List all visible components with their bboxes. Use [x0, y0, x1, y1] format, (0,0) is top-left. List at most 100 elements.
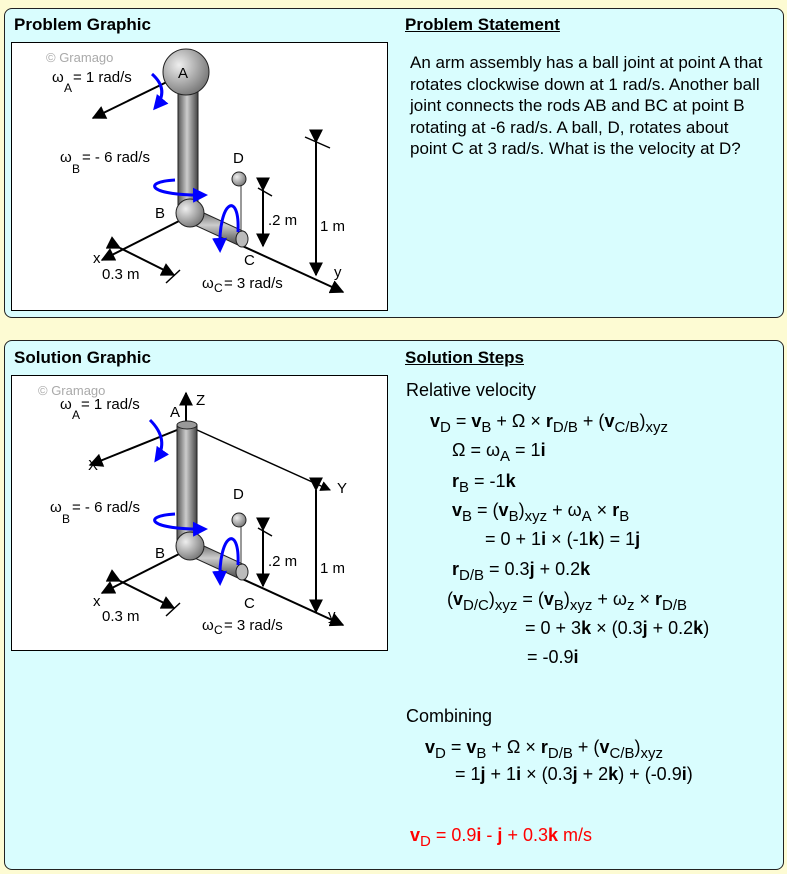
dim-03: [105, 569, 176, 609]
dim-1-label: 1 m: [320, 218, 345, 235]
equation-term: D: [420, 833, 431, 850]
final-answer: vD = 0.9i - j + 0.3k m/s: [410, 825, 592, 849]
omega-a-arrow: [148, 418, 170, 463]
end-a: [176, 420, 198, 430]
equation-term: ×: [591, 500, 613, 520]
equation-term: C/B: [614, 419, 640, 436]
equation-term: i: [540, 440, 546, 460]
end-c: [235, 230, 249, 248]
label-b: B: [155, 205, 165, 222]
equation-term: = 0 + 1: [485, 529, 542, 549]
equation-term: k: [505, 471, 516, 491]
problem-diagram: © Gramago ω A = 1 rad/s A ω B = - 6 rad/…: [46, 48, 345, 295]
equation-term: + 2: [577, 764, 609, 784]
equation-term: v: [599, 737, 610, 757]
equation-term: B: [476, 745, 487, 762]
equation-term: v: [410, 825, 421, 845]
equation-term: r: [545, 411, 553, 431]
equation-term: + 0.2: [647, 618, 694, 638]
equation-term: r: [655, 589, 663, 609]
dim-03-label: 0.3 m: [102, 608, 140, 625]
equation-line: vB = (vB)xyz + ωA × rB: [452, 500, 629, 524]
equation-term: i: [681, 764, 687, 784]
label-a: A: [178, 65, 188, 82]
equation-term: v: [543, 589, 554, 609]
omega-c-sub: C: [214, 281, 223, 295]
equation-term: r: [452, 559, 460, 579]
ball-joint-b: [175, 198, 205, 228]
y-axis-upper: [185, 424, 331, 491]
equation-term: -: [481, 825, 498, 845]
equation-term: v: [430, 411, 441, 431]
equation-line: (vD/C)xyz = (vB)xyz + ωz × rD/B: [447, 589, 687, 613]
omega-b-sub: B: [72, 162, 80, 176]
equation-term: Ω = ω: [452, 440, 501, 460]
equation-term: k: [588, 529, 599, 549]
equation-term: + Ω ×: [491, 411, 546, 431]
label-b: B: [155, 545, 165, 562]
problem-statement-text: An arm assembly has a ball joint at poin…: [410, 53, 763, 158]
equation-line: Ω = ωA = 1i: [452, 440, 546, 464]
label-x-upper: X: [88, 457, 98, 474]
equation-term: + 1: [485, 764, 517, 784]
dim-03: [105, 236, 176, 276]
equation-term: ): [703, 618, 710, 638]
dim-tick: [304, 136, 331, 149]
equation-term: = 1: [455, 764, 481, 784]
label-z: Z: [196, 392, 205, 409]
equation-term: i: [516, 764, 522, 784]
omega-symbol: ω: [202, 275, 214, 292]
solution-graphic-title: Solution Graphic: [14, 348, 151, 367]
x-axis-upper: [88, 427, 183, 467]
equation-term: = (: [517, 589, 544, 609]
equation-term: A: [500, 448, 511, 465]
label-y: y: [334, 264, 342, 281]
solution-diagram: © Gramago ω A = 1 rad/s A Z X Y ω B = - …: [38, 383, 347, 637]
dim-1-label: 1 m: [320, 560, 345, 577]
equation-line: rB = -1k: [452, 471, 516, 495]
dim-tick: [165, 602, 181, 617]
equation-term: ): [639, 411, 646, 431]
label-y: y: [328, 607, 336, 624]
equation-term: = (: [472, 500, 499, 520]
equation-term: r: [540, 737, 548, 757]
omega-c-sub: C: [214, 623, 223, 637]
equation-term: × (0.3: [521, 764, 573, 784]
equation-term: + ω: [547, 500, 582, 520]
omega-c-value: = 3 rad/s: [224, 275, 283, 292]
label-c: C: [244, 252, 255, 269]
equation-term: v: [604, 411, 615, 431]
equation-term: =: [445, 737, 467, 757]
equation-term: = -1: [469, 471, 506, 491]
label-d: D: [233, 150, 244, 167]
omega-b-value: = - 6 rad/s: [82, 149, 150, 166]
equation-term: D: [440, 419, 451, 436]
equation-term: j: [497, 825, 503, 845]
equation-term: D/B: [662, 597, 688, 614]
label-x: x: [93, 593, 101, 610]
equation-term: k: [547, 825, 558, 845]
equation-term: + 0.2: [534, 559, 581, 579]
equation-term: j: [635, 529, 641, 549]
equation-term: D/C: [463, 597, 489, 614]
omega-symbol: ω: [52, 69, 64, 86]
equation-term: v: [452, 500, 463, 520]
equation-term: B: [481, 419, 492, 436]
equation-term: B: [459, 479, 470, 496]
equation-term: B: [508, 508, 519, 525]
omega-b-value: = - 6 rad/s: [72, 499, 140, 516]
heading-relative-velocity: Relative velocity: [406, 380, 537, 400]
solution-graphic-box: [11, 375, 388, 651]
end-c: [235, 563, 249, 581]
equation-term: + (: [577, 411, 605, 431]
equation-term: v: [425, 737, 436, 757]
watermark: © Gramago: [46, 50, 113, 65]
equation-term: v: [453, 589, 464, 609]
equation-term: ): [518, 500, 525, 520]
equation-term: ×: [634, 589, 655, 609]
x-axis: [100, 550, 186, 594]
equation-term: ): [488, 589, 495, 609]
equation-line: vD = vB + Ω × rD/B + (vC/B)xyz: [430, 411, 668, 435]
x-axis: [100, 217, 186, 261]
label-d: D: [233, 486, 244, 503]
